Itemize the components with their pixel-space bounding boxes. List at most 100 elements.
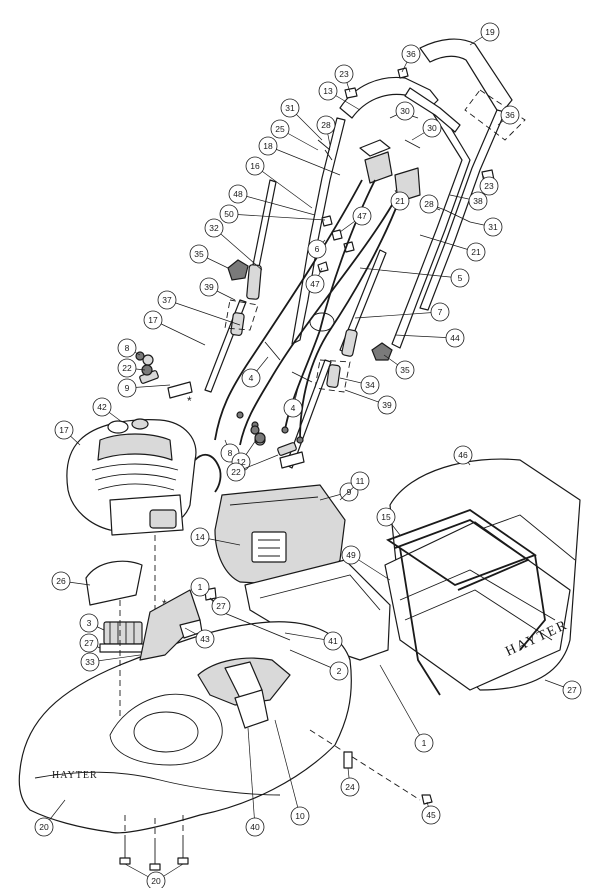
callout-circle (340, 777, 360, 797)
callout-circle (54, 420, 74, 440)
callout-circle (453, 445, 473, 465)
callout-number: 12 (236, 457, 246, 467)
callout-leader (379, 664, 425, 744)
callout-number: 44 (450, 333, 460, 343)
callout-circle (305, 274, 325, 294)
callout-leader (359, 267, 461, 279)
callout-circle (51, 571, 71, 591)
callout-circle (283, 398, 303, 418)
callout-number: 27 (216, 601, 226, 611)
callout-number: 9 (125, 383, 130, 393)
callout-leader (247, 727, 256, 828)
callout-number: 8 (228, 448, 233, 458)
callout-number: 47 (357, 211, 367, 221)
callout-number: 39 (382, 400, 392, 410)
callout-circle (360, 375, 380, 395)
callout-number: 41 (328, 636, 338, 646)
callout-circle (480, 22, 500, 42)
marker-star: * (162, 597, 167, 611)
callout-circle (334, 64, 354, 84)
callout-circle (421, 805, 441, 825)
callout-number: 23 (339, 69, 349, 79)
callout-leader (152, 319, 206, 346)
callout-circle (79, 613, 99, 633)
callout-number: 20 (151, 876, 161, 886)
callout-circle (395, 101, 415, 121)
callout-number: 47 (310, 279, 320, 289)
rear-flap (214, 484, 346, 586)
callout-circle (468, 191, 488, 211)
callout-number: 26 (56, 576, 66, 586)
callout-circle (226, 462, 246, 482)
callout-number: 19 (485, 27, 495, 37)
callout-number: 46 (458, 450, 468, 460)
callout-circle (430, 302, 450, 322)
callout-number: 30 (427, 123, 437, 133)
handle-bracket-dash (224, 89, 526, 393)
callout-number: 15 (381, 512, 391, 522)
callout-circle (80, 652, 100, 672)
callout-number: 4 (249, 373, 254, 383)
callout-circle (117, 378, 137, 398)
callout-number: 38 (473, 196, 483, 206)
callout-number: 20 (39, 822, 49, 832)
callout-number: 23 (484, 181, 494, 191)
callout-circle (450, 268, 470, 288)
callout-circle (195, 629, 215, 649)
deck-logo: HAYTER (52, 770, 98, 781)
callout-number: 18 (263, 141, 273, 151)
callout-number: 22 (122, 363, 132, 373)
mower-deck: HAYTER (18, 621, 352, 834)
callout-circle (219, 204, 239, 224)
callout-circle (204, 218, 224, 238)
callout-circle (318, 81, 338, 101)
control-cables (194, 179, 401, 493)
callout-number: 27 (84, 638, 94, 648)
callout-circle (117, 338, 137, 358)
callout-circle (377, 395, 397, 415)
callout-circle (241, 368, 261, 388)
callout-circle (143, 310, 163, 330)
small-parts (85, 560, 203, 720)
callout-leader (228, 213, 326, 221)
callout-leader (354, 311, 441, 319)
callout-circle (395, 360, 415, 380)
callout-leader (274, 719, 301, 817)
callout-circle (245, 156, 265, 176)
callout-circle (245, 817, 265, 837)
callout-number: 17 (148, 315, 158, 325)
collector-frame (386, 508, 546, 696)
callout-number: 2 (337, 666, 342, 676)
callout-number: 40 (250, 822, 260, 832)
callout-circle (422, 118, 442, 138)
callout-number: 8 (125, 343, 130, 353)
callout-number: 32 (209, 223, 219, 233)
callout-number: 13 (323, 86, 333, 96)
callout-number: 50 (224, 209, 234, 219)
callout-number: 31 (285, 103, 295, 113)
callout-number: 39 (204, 282, 214, 292)
callout-circle (500, 105, 520, 125)
callout-circle (414, 733, 434, 753)
callout-number: 17 (59, 425, 69, 435)
callout-number: 35 (194, 249, 204, 259)
callout-circle (258, 136, 278, 156)
callout-number: 11 (356, 476, 365, 486)
callout-circle (445, 328, 465, 348)
bolts (264, 111, 471, 383)
callout-number: 33 (85, 657, 95, 667)
callout-circle (146, 871, 166, 888)
callout-number: 43 (200, 634, 210, 644)
callout-number: 10 (295, 811, 305, 821)
callout-circle (211, 596, 231, 616)
callout-circle (316, 115, 336, 135)
callout-number: 3 (87, 618, 92, 628)
callout-number: 28 (424, 199, 434, 209)
callout-circle (157, 290, 177, 310)
callout-circle (466, 242, 486, 262)
callout-number: 21 (471, 247, 481, 257)
callout-circle (280, 98, 300, 118)
callout-number: 6 (315, 244, 320, 254)
callout-number: 1 (422, 738, 427, 748)
